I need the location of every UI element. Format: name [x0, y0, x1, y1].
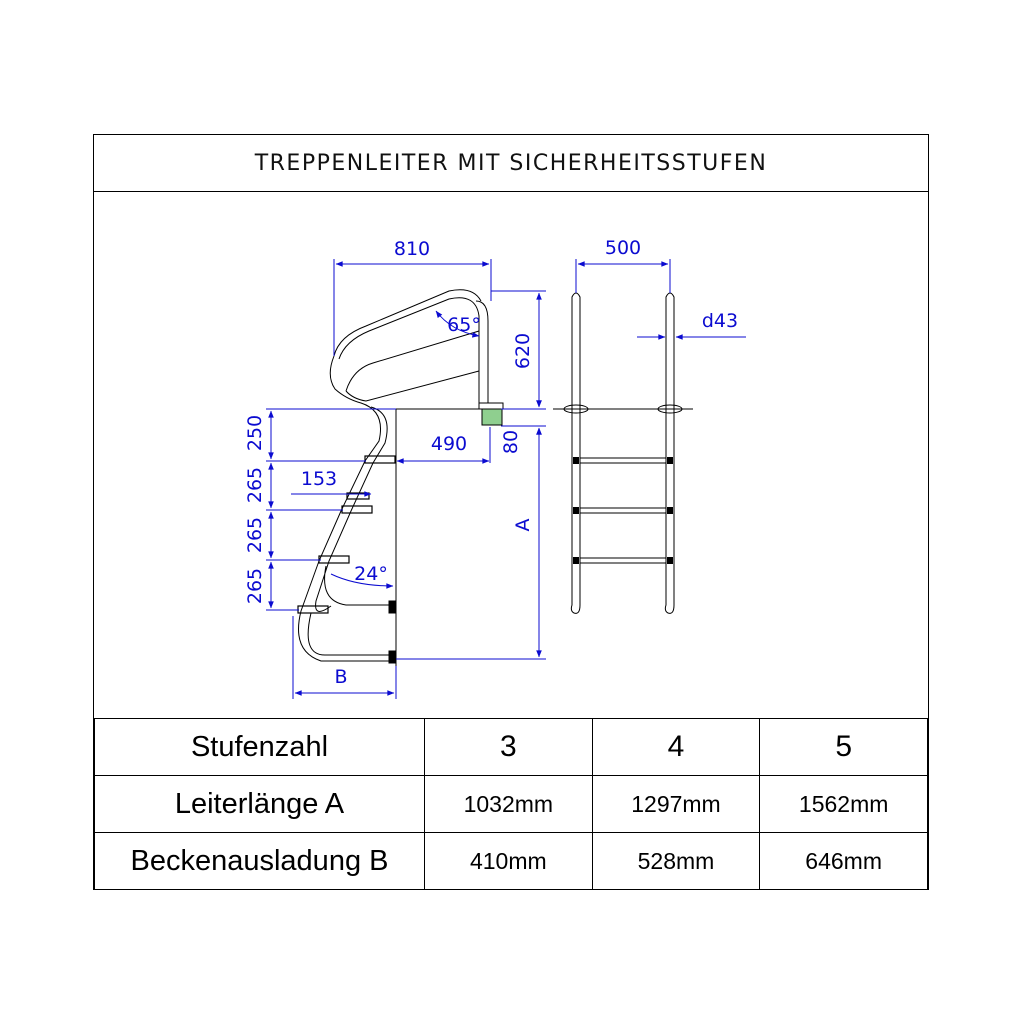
front-rail-left	[570, 292, 581, 614]
front-view	[553, 292, 693, 614]
handrail-outer	[298, 300, 489, 662]
table-row: Stufenzahl 3 4 5	[94, 718, 928, 776]
row-label-ladder-length: Leiterlänge A	[94, 775, 425, 833]
step-1	[364, 455, 396, 464]
step-3	[318, 555, 350, 564]
label-500: 500	[605, 237, 641, 259]
cell-reach-3: 410mm	[424, 832, 593, 890]
label-490: 490	[431, 433, 467, 455]
cell-step-count-3: 3	[424, 718, 593, 776]
step-2	[341, 505, 373, 514]
cell-reach-4: 528mm	[591, 832, 761, 890]
cell-length-4: 1297mm	[591, 775, 761, 833]
side-dim-labels: 810 65° 620 490 80 A 153 24° B 250 265 2…	[244, 238, 534, 688]
angle-24-arc	[330, 573, 394, 589]
label-spacing-2: 265	[244, 467, 266, 503]
front-step-bolts	[573, 457, 673, 564]
label-620: 620	[512, 333, 534, 369]
row-label-step-count: Stufenzahl	[94, 718, 425, 776]
cell-step-count-5: 5	[759, 718, 928, 776]
rear-rail	[307, 406, 393, 656]
angle-65-arc	[435, 310, 480, 338]
handrail-lower-inner	[345, 330, 480, 402]
spec-table: Stufenzahl 3 4 5 Leiterlänge A 1032mm 12…	[94, 718, 928, 890]
front-dimensions	[575, 259, 746, 340]
cell-step-count-4: 4	[591, 718, 761, 776]
label-d43: d43	[702, 310, 738, 332]
front-steps	[580, 457, 666, 564]
label-spacing-3: 265	[244, 517, 266, 553]
label-spacing-1: 250	[244, 415, 266, 451]
label-80: 80	[500, 430, 522, 454]
table-row: Leiterlänge A 1032mm 1297mm 1562mm	[94, 775, 928, 833]
cell-length-5: 1562mm	[759, 775, 928, 833]
table-row: Beckenausladung B 410mm 528mm 646mm	[94, 832, 928, 890]
label-b: B	[334, 666, 347, 688]
side-view	[276, 289, 504, 696]
cell-length-3: 1032mm	[424, 775, 593, 833]
ladder-drawing: 810 65° 620 490 80 A 153 24° B 250 265 2…	[244, 237, 746, 699]
label-spacing-4: 265	[244, 568, 266, 604]
side-dimensions	[266, 259, 546, 699]
wall-bumper-lower	[388, 650, 397, 664]
title-row: TREPPENLEITER MIT SICHERHEITSSTUFEN	[94, 135, 928, 192]
handrail-outer-top	[333, 289, 482, 357]
drawing-sheet: TREPPENLEITER MIT SICHERHEITSSTUFEN	[93, 134, 929, 890]
wall-bumper-upper	[388, 600, 397, 614]
handrail-inner	[338, 297, 480, 403]
drawing-title: TREPPENLEITER MIT SICHERHEITSSTUFEN	[254, 150, 768, 176]
front-rail-right	[664, 292, 675, 614]
front-flange-left	[563, 404, 589, 414]
label-a: A	[512, 519, 534, 532]
label-65deg: 65°	[447, 314, 481, 336]
row-label-pool-reach: Beckenausladung B	[94, 832, 425, 890]
cell-reach-5: 646mm	[759, 832, 928, 890]
anchor-cap	[478, 402, 504, 410]
label-810: 810	[394, 238, 430, 260]
label-24deg: 24°	[354, 563, 388, 585]
label-153: 153	[301, 468, 337, 490]
front-flange-right	[657, 404, 683, 414]
